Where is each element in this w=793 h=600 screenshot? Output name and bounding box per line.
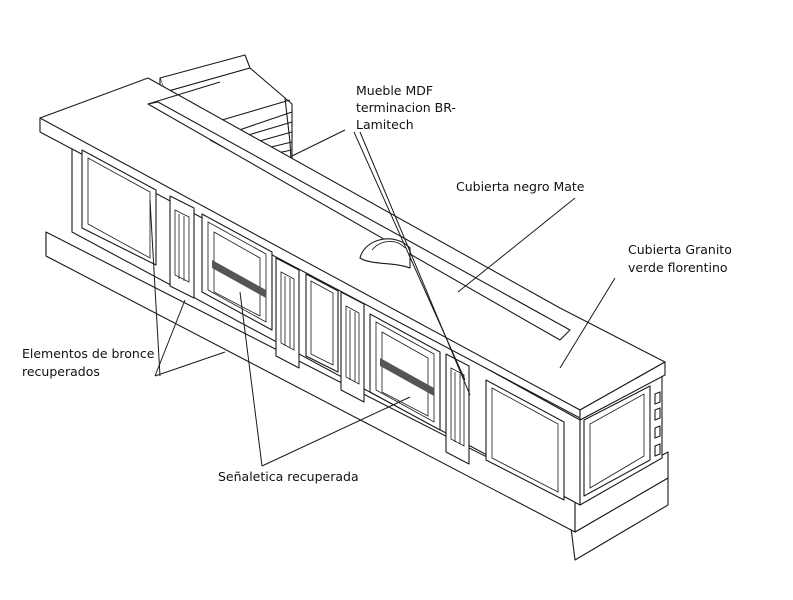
- label-granito-line2: verde florentino: [628, 260, 728, 275]
- curved-element: [359, 238, 411, 269]
- base-plinth: [45, 231, 669, 561]
- window-left: [201, 213, 273, 331]
- countertop-black: [39, 77, 666, 421]
- label-mueble-line1: Mueble MDF: [356, 83, 433, 98]
- panel-left: [81, 149, 157, 266]
- label-mueble-line3: Lamitech: [356, 117, 414, 132]
- label-mueble-line2: terminacion BR-: [356, 100, 456, 115]
- pilaster-4: [445, 353, 470, 465]
- pilaster-3: [340, 291, 365, 403]
- panel-middle: [305, 273, 339, 373]
- leader-lines: [149, 131, 616, 467]
- label-mueble-mdf: Mueble MDF terminacion BR- Lamitech: [356, 83, 456, 132]
- granite-ledge: [147, 101, 571, 341]
- label-bronce-line2: recuperados: [22, 364, 100, 379]
- panel-end: [583, 385, 661, 497]
- pilaster-1: [169, 195, 195, 299]
- label-granito-line1: Cubierta Granito: [628, 242, 732, 257]
- label-cubierta-negro: Cubierta negro Mate: [456, 179, 585, 194]
- label-senaletica: Señaletica recuperada: [218, 469, 359, 484]
- label-bronce-line1: Elementos de bronce: [22, 346, 155, 361]
- label-cubierta-granito: Cubierta Granito verde florentino: [628, 242, 732, 275]
- pilaster-2: [275, 257, 300, 369]
- window-right: [369, 313, 441, 431]
- label-elementos-bronce: Elementos de bronce recuperados: [22, 346, 155, 379]
- panel-right-front: [485, 379, 565, 501]
